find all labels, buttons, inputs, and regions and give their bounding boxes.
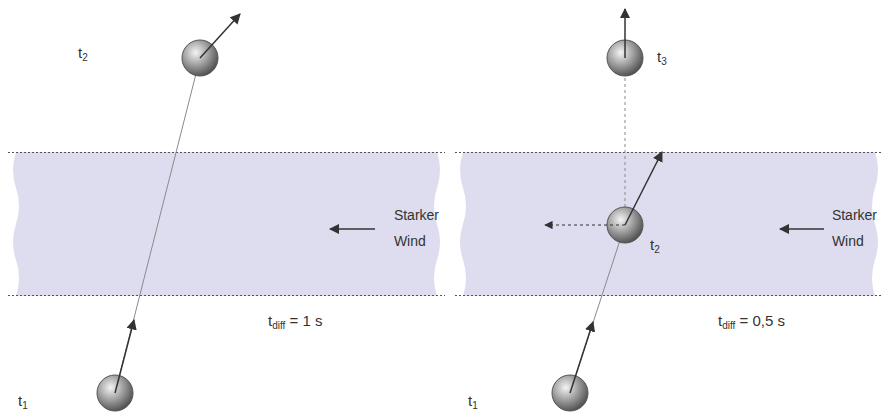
velocity-arrow [115,320,134,393]
wind-band: Starker Wind [455,152,883,296]
trajectory-line [625,58,626,225]
band-shape [455,152,883,296]
velocity-arrow [200,14,240,58]
time-label: t2 [650,236,660,259]
time-label: t1 [18,392,28,415]
time-label: t2 [78,44,88,67]
band-label: Starker Wind [832,202,877,254]
time-value: = 1 s [285,312,322,329]
time-symbol: t [78,44,82,61]
time-subscript: diff [272,320,285,331]
band-border [8,152,445,153]
time-label: t1 [468,392,478,415]
band-border [455,295,883,296]
wind-arrow [780,228,824,230]
time-subscript: diff [722,320,735,331]
wind-component-arrow [545,224,625,225]
band-fill [13,152,440,296]
time-subscript: 3 [661,56,667,67]
time-subscript: 2 [654,244,660,255]
band-border [455,152,883,153]
band-label: Starker Wind [394,202,439,254]
trajectory-line [115,58,200,393]
time-symbol: t [650,236,654,253]
wind-arrow [330,228,375,230]
wind-band: Starker Wind [8,152,445,296]
time-label: tdiff = 0,5 s [718,312,785,335]
time-value: = 0,5 s [735,312,785,329]
velocity-arrow [624,9,626,58]
time-subscript: 1 [22,400,28,411]
time-label: tdiff = 1 s [268,312,322,335]
time-subscript: 2 [82,52,88,63]
time-subscript: 1 [472,400,478,411]
band-fill [460,152,878,296]
time-symbol: t [657,48,661,65]
band-shape [8,152,445,296]
velocity-arrow [570,322,593,393]
time-symbol: t [468,392,472,409]
velocity-arrow [625,152,662,225]
band-border [8,295,445,296]
time-label: t3 [657,48,667,71]
trajectory-line [570,225,625,393]
time-symbol: t [18,392,22,409]
time-symbol: t [718,312,722,329]
time-symbol: t [268,312,272,329]
